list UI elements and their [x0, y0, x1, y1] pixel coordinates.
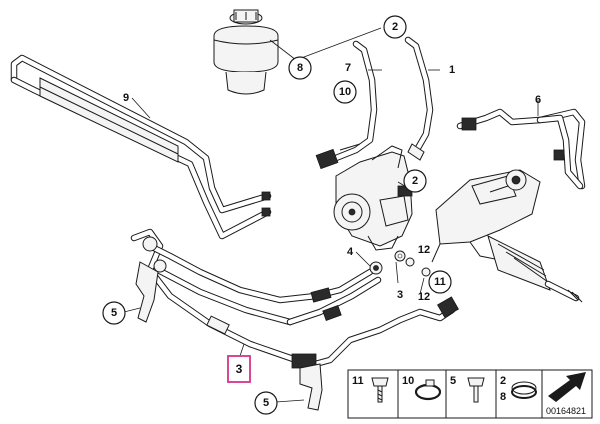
- callout-11[interactable]: 11: [428, 270, 452, 294]
- svg-text:12: 12: [418, 291, 430, 303]
- suction-hose-7[interactable]: [315, 40, 378, 170]
- legend-item-10[interactable]: 10: [402, 375, 442, 401]
- callout-3-highlight[interactable]: 3: [227, 355, 251, 383]
- callout-3-mid[interactable]: 3: [397, 289, 403, 301]
- svg-text:5: 5: [263, 397, 269, 409]
- clamp-icon: [414, 379, 442, 401]
- callout-2-mid[interactable]: 2: [403, 169, 427, 193]
- bracket-5-top[interactable]: [135, 261, 159, 323]
- union-bolt-4[interactable]: [369, 261, 383, 275]
- svg-text:1: 1: [449, 64, 455, 76]
- pressure-line-6[interactable]: [456, 108, 586, 190]
- steering-rack[interactable]: [431, 169, 583, 303]
- fluid-reservoir[interactable]: [213, 9, 279, 95]
- callout-7[interactable]: 7: [345, 62, 351, 74]
- callout-8[interactable]: 8: [288, 56, 312, 80]
- svg-text:3: 3: [236, 362, 243, 376]
- svg-text:10: 10: [339, 86, 351, 98]
- svg-text:6: 6: [535, 94, 541, 106]
- screw-icon: [371, 377, 389, 403]
- svg-text:2: 2: [500, 375, 506, 387]
- svg-text:5: 5: [450, 375, 456, 387]
- callout-6[interactable]: 6: [535, 94, 541, 106]
- pressure-hose-3[interactable]: [130, 228, 459, 370]
- svg-text:2: 2: [412, 175, 418, 187]
- svg-text:9: 9: [123, 92, 129, 104]
- svg-text:11: 11: [434, 276, 446, 288]
- svg-text:8: 8: [500, 391, 506, 403]
- callout-2-top[interactable]: 2: [383, 15, 407, 39]
- svg-text:12: 12: [418, 244, 430, 256]
- seal-ring-12a[interactable]: [394, 250, 415, 267]
- parts-legend: 11 10 5 2 8: [347, 369, 593, 419]
- bolt-icon: [467, 377, 485, 403]
- callout-5-top[interactable]: 5: [102, 301, 126, 325]
- svg-text:8: 8: [297, 62, 303, 74]
- drawing-number: 00164821: [546, 406, 586, 416]
- svg-text:11: 11: [352, 375, 364, 387]
- svg-text:7: 7: [345, 62, 351, 74]
- return-hose-1[interactable]: [404, 36, 434, 161]
- legend-item-11[interactable]: 11: [352, 375, 389, 403]
- oil-cooler[interactable]: [10, 54, 272, 240]
- return-line-3[interactable]: [142, 236, 382, 326]
- callout-12a[interactable]: 12: [418, 244, 430, 256]
- callout-5-bottom[interactable]: 5: [254, 391, 278, 415]
- callout-9[interactable]: 9: [123, 92, 129, 104]
- leader-lines: [123, 27, 539, 403]
- bracket-5-bottom[interactable]: [299, 363, 323, 411]
- callout-10[interactable]: 10: [333, 80, 357, 104]
- svg-text:5: 5: [111, 307, 117, 319]
- svg-text:4: 4: [347, 246, 354, 258]
- legend-item-2-8[interactable]: 2 8: [500, 375, 537, 403]
- seal-ring-12b[interactable]: [421, 267, 431, 277]
- callout-12b[interactable]: 12: [418, 291, 430, 303]
- callout-4[interactable]: 4: [347, 246, 354, 258]
- svg-text:2: 2: [392, 21, 398, 33]
- svg-text:10: 10: [402, 375, 414, 387]
- arrow-icon: [548, 372, 586, 402]
- highlight-box: [227, 355, 251, 383]
- svg-text:3: 3: [397, 289, 403, 301]
- callout-1[interactable]: 1: [449, 64, 455, 76]
- legend-item-5[interactable]: 5: [450, 375, 485, 403]
- power-steering-pump[interactable]: [333, 145, 413, 251]
- hose-clamp-icon: [511, 381, 537, 399]
